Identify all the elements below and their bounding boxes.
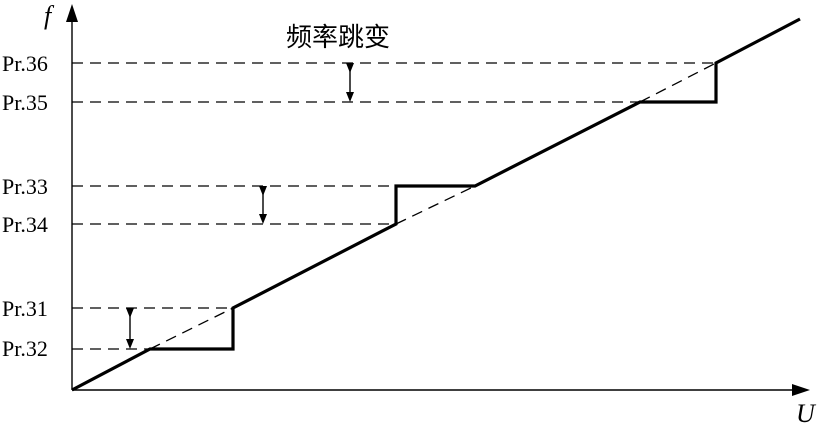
dashed-characteristic-band-2 bbox=[395, 185, 476, 225]
dashed-characteristic-band-1 bbox=[149, 307, 234, 350]
level-label-pr33: Pr.33 bbox=[2, 174, 48, 199]
frequency-characteristic-line bbox=[71, 17, 801, 392]
diagram-title: 频率跳变 bbox=[286, 23, 390, 53]
level-label-pr34: Pr.34 bbox=[2, 212, 48, 237]
level-label-pr31: Pr.31 bbox=[2, 296, 48, 321]
y-axis-label: f bbox=[44, 1, 55, 30]
dashed-characteristic-band-3 bbox=[639, 62, 717, 103]
y-axis-arrow-icon bbox=[66, 4, 78, 22]
x-axis-arrow-icon bbox=[792, 384, 810, 396]
level-label-pr35: Pr.35 bbox=[2, 90, 48, 115]
level-label-pr36: Pr.36 bbox=[2, 51, 48, 76]
x-axis-label: U bbox=[796, 399, 817, 427]
level-label-pr32: Pr.32 bbox=[2, 336, 48, 361]
